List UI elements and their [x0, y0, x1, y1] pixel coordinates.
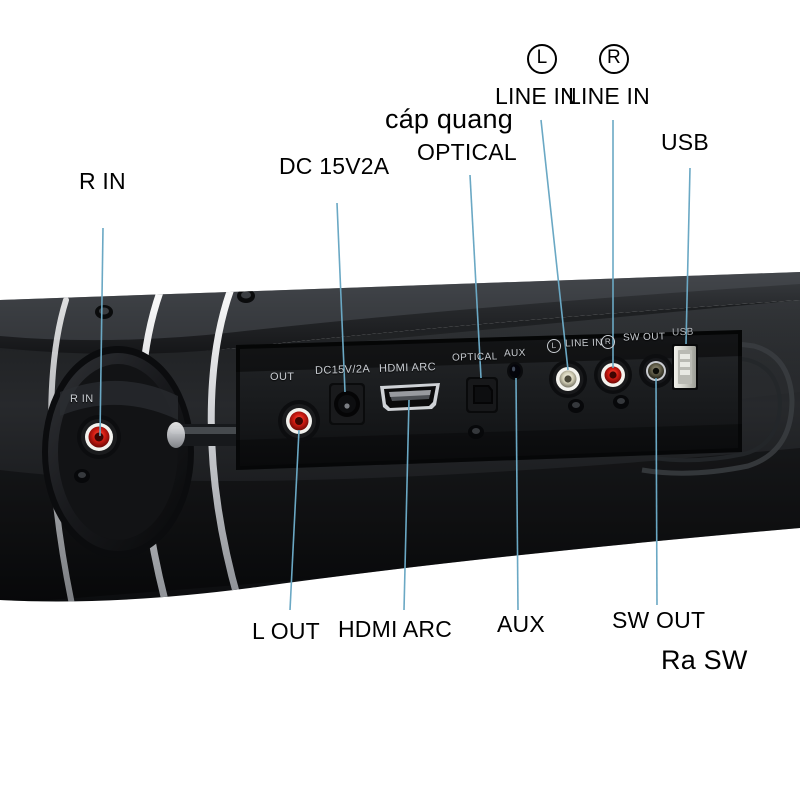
port-rca-line-in-left[interactable]: [549, 360, 587, 398]
device-label-sw-out: SW OUT: [622, 331, 666, 344]
port-hdmi[interactable]: [380, 383, 440, 411]
screw-below-line-in-left: [568, 399, 584, 413]
callout-line-in-right: LINE IN: [568, 83, 650, 109]
callout-l-out: L OUT: [252, 618, 320, 644]
port-aux[interactable]: [507, 362, 523, 380]
leader-line-in-l: [540, 119, 569, 371]
device-label-line-in-left-badge: L: [546, 338, 562, 354]
callout-optical: OPTICAL: [417, 139, 517, 165]
leader-usb: [685, 167, 691, 345]
ports-group: [74, 344, 698, 483]
device-label-optical: OPTICAL: [451, 351, 498, 364]
device-label-usb: USB: [671, 326, 694, 339]
device-label-dc: DC15V/2A: [314, 363, 371, 377]
callout-line-in-right-badge: R: [599, 44, 629, 74]
leader-optical: [469, 174, 482, 379]
leader-lines: [99, 119, 691, 611]
screw-below-line-in-right: [613, 395, 629, 409]
leader-l-out: [289, 429, 300, 611]
callout-dc-15v2a: DC 15V2A: [279, 153, 390, 179]
port-rca-line-in-right[interactable]: [594, 356, 632, 394]
leader-aux: [515, 377, 519, 611]
device-label-line-in-right-badge: R: [600, 334, 616, 350]
callout-cap-quang: cáp quang: [385, 104, 513, 134]
device-label-line-in: LINE IN: [564, 337, 603, 350]
callout-aux: AUX: [497, 611, 545, 637]
callout-hdmi-arc: HDMI ARC: [338, 616, 453, 642]
port-dc-jack[interactable]: [329, 383, 365, 425]
device-label-aux: AUX: [503, 347, 526, 360]
device-label-l-out: OUT: [270, 371, 295, 383]
screw-below-optical: [468, 425, 484, 439]
port-sw-out[interactable]: [639, 354, 673, 388]
device-badge-r: R: [600, 334, 616, 350]
badge-l-icon: L: [527, 44, 557, 74]
leader-dc: [336, 202, 346, 393]
leader-hdmi: [403, 399, 410, 611]
port-rca-l-out[interactable]: [278, 400, 320, 442]
callout-r-in: R IN: [79, 168, 126, 194]
callout-sw-out: SW OUT: [612, 607, 706, 633]
callout-usb: USB: [661, 129, 709, 155]
port-rca-r-in[interactable]: [77, 415, 121, 459]
left-driver-cap: [42, 346, 194, 558]
port-optical[interactable]: [466, 377, 498, 413]
device-label-r-in: R IN: [70, 393, 94, 405]
device-badge-l: L: [546, 338, 562, 354]
screw-below-r-in: [74, 469, 90, 483]
leader-r-in: [99, 227, 104, 437]
badge-r-icon: R: [599, 44, 629, 74]
device-label-hdmi: HDMI ARC: [378, 361, 437, 375]
callout-line-in-left-badge: L: [527, 44, 557, 74]
callout-ra-sw: Ra SW: [661, 645, 748, 675]
callout-line-in-left: LINE IN: [495, 83, 577, 109]
port-usb[interactable]: [672, 344, 698, 390]
leader-sw-out: [655, 377, 658, 606]
